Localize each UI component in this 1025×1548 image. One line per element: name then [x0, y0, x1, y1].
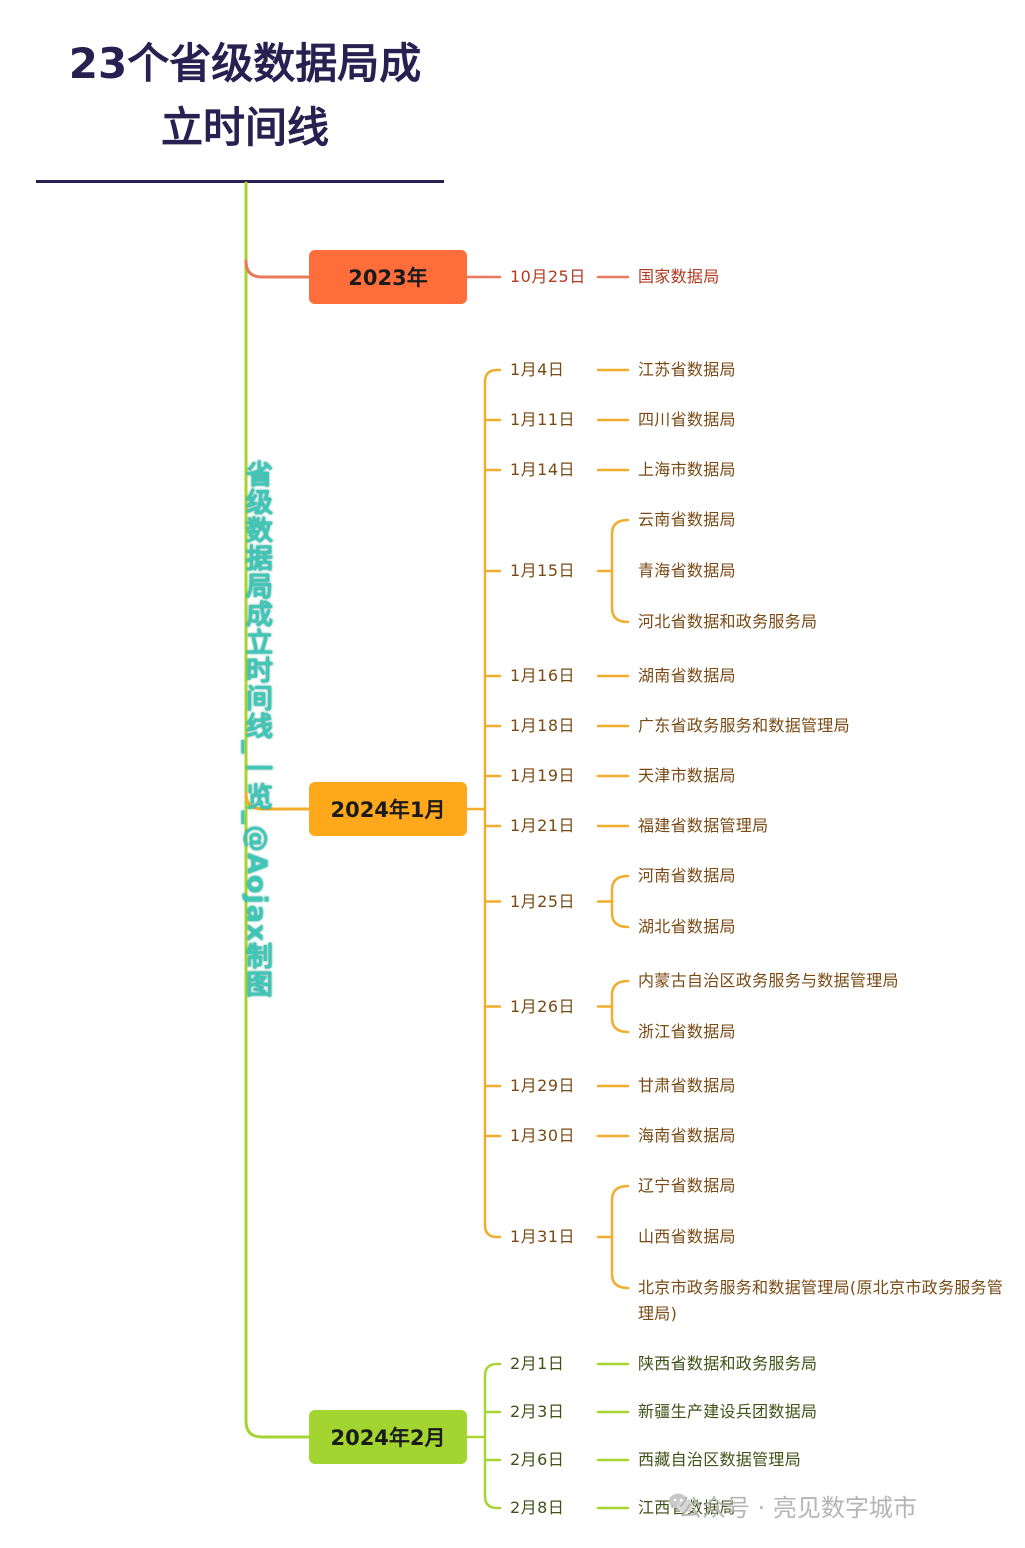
org-name: 浙江省数据局: [638, 1022, 736, 1041]
watermark: 公众号 · 亮见数字城市: [678, 1494, 917, 1522]
entry-date: 1月4日: [510, 360, 565, 379]
org-name: 河北省数据和政务服务局: [638, 612, 818, 631]
entry-date: 2月1日: [510, 1354, 565, 1373]
entry-date: 1月16日: [510, 666, 576, 685]
org-name: 福建省数据管理局: [638, 816, 769, 835]
bracket-bottom: [483, 1223, 502, 1239]
title-line-1: 23个省级数据局成: [68, 39, 422, 88]
title-line-2: 立时间线: [160, 103, 329, 152]
entry-date: 2月6日: [510, 1450, 565, 1469]
org-name: 山西省数据局: [638, 1227, 736, 1246]
org-name: 陕西省数据和政务服务局: [638, 1354, 818, 1373]
org-name: 云南省数据局: [638, 510, 736, 529]
entry-date: 10月25日: [510, 267, 586, 286]
org-name: 国家数据局: [638, 267, 720, 286]
org-name: 河南省数据局: [638, 866, 736, 885]
org-name: 广东省政务服务和数据管理局: [638, 716, 850, 735]
org-name: 内蒙古自治区政务服务与数据管理局: [638, 971, 899, 990]
org-name: 辽宁省数据局: [638, 1176, 736, 1195]
group-node: 2024年1月: [309, 782, 467, 836]
entry-date: 1月18日: [510, 716, 576, 735]
wechat-icon: [669, 1493, 693, 1513]
org-bracket: [610, 1184, 630, 1290]
org-name: 海南省数据局: [638, 1126, 736, 1145]
org-bracket: [610, 979, 630, 1034]
org-bracket: [610, 874, 630, 929]
bracket-top: [483, 368, 502, 384]
org-name: 甘肃省数据局: [638, 1076, 736, 1095]
entry-date: 2月3日: [510, 1402, 565, 1421]
org-name: 新疆生产建设兵团数据局: [638, 1402, 818, 1421]
org-name: 北京市政务服务和数据管理局(原北京市政务服务管理局): [638, 1278, 1004, 1323]
entry-date: 1月25日: [510, 891, 576, 911]
entry-date: 1月14日: [510, 460, 576, 479]
entry-date: 1月31日: [510, 1227, 576, 1246]
entry-date: 1月26日: [510, 996, 576, 1016]
group-branch: [244, 791, 311, 811]
org-name: 四川省数据局: [638, 410, 736, 429]
org-name: 西藏自治区数据管理局: [638, 1450, 802, 1469]
entry-date: 2月8日: [510, 1498, 565, 1517]
bracket-top: [483, 1362, 502, 1378]
org-name: 天津市数据局: [638, 766, 736, 785]
org-name: 江苏省数据局: [638, 360, 736, 379]
org-bracket: [610, 518, 630, 624]
entry-date: 1月15日: [510, 561, 576, 580]
entry-date: 1月11日: [510, 410, 576, 429]
entry-date: 1月30日: [510, 1126, 576, 1145]
group-node: 2024年2月: [309, 1410, 467, 1464]
org-name: 青海省数据局: [638, 561, 736, 580]
title-underline: [36, 180, 444, 183]
group-branch: [244, 259, 311, 279]
entry-date: 1月29日: [510, 1076, 576, 1095]
bracket-bottom: [483, 1494, 502, 1510]
root-label: 省级数据局成立时间线_一览_@Aojax制图: [241, 460, 272, 999]
group-node: 2023年: [309, 250, 467, 304]
org-name: 湖北省数据局: [638, 917, 736, 936]
group-branch: [244, 1419, 311, 1439]
page-title: 23个省级数据局成 立时间线: [40, 32, 450, 160]
entry-date: 1月19日: [510, 766, 576, 785]
org-name: 湖南省数据局: [638, 666, 736, 685]
org-name: 上海市数据局: [638, 460, 736, 479]
entry-date: 1月21日: [510, 816, 576, 835]
